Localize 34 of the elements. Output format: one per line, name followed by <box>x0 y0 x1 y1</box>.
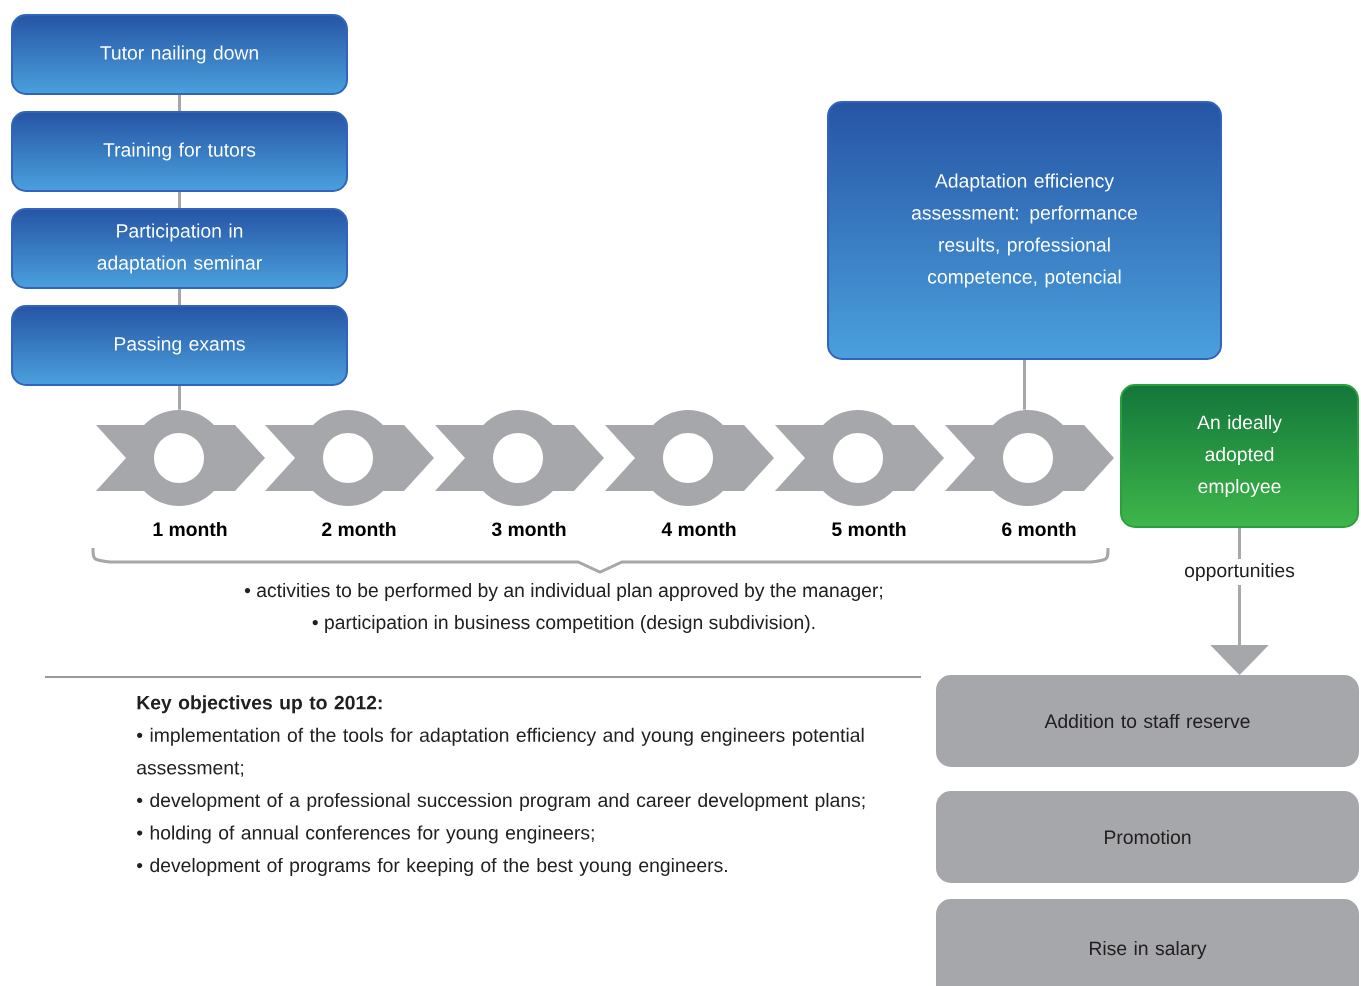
month-label: 4 month <box>661 521 736 537</box>
milestone-marker <box>265 410 434 506</box>
month-label: 1 month <box>153 521 227 537</box>
connector-line <box>178 289 181 305</box>
objectives-heading: Key objectives up to 2012: <box>137 695 382 714</box>
milestone-marker <box>605 410 774 506</box>
connector-line <box>178 192 181 208</box>
process-box: Adaptation efficiency assessment: performance results, professional competence, potencial <box>827 101 1222 360</box>
connector-line <box>1023 360 1026 410</box>
milestone-marker <box>435 410 604 506</box>
month-label: 5 month <box>832 521 906 537</box>
outcome-box: Rise in salary <box>936 899 1359 986</box>
note-text: • participation in business competition (design subdivision). <box>312 615 815 633</box>
connector-line <box>178 386 181 410</box>
bullet-text: • holding of annual conferences for young engineers; <box>137 825 594 844</box>
edge-label: opportunities <box>1180 559 1299 586</box>
milestone-marker <box>96 410 265 506</box>
process-box: Training for tutors <box>11 111 348 192</box>
process-box: Participation in adaptation seminar <box>11 208 348 289</box>
bullet-text: • development of programs for keeping of the best young engineers. <box>137 857 727 876</box>
month-label: 6 month <box>1002 521 1076 537</box>
milestone-marker <box>945 410 1114 506</box>
milestone-marker <box>775 410 944 506</box>
result-box: An ideally adopted employee <box>1120 384 1359 528</box>
connector-line <box>178 95 181 111</box>
note-text: • activities to be performed by an individual plan approved by the manager; <box>244 583 882 601</box>
outcome-box: Promotion <box>936 791 1359 883</box>
process-box: Passing exams <box>11 305 348 386</box>
bullet-text: • implementation of the tools for adaptation efficiency and young engineers potential assessment; <box>137 727 864 777</box>
bullet-text: • development of a professional succession program and career development plans; <box>137 792 865 811</box>
process-box: Tutor nailing down <box>11 14 348 95</box>
month-label: 2 month <box>322 521 396 537</box>
month-label: 3 month <box>491 521 566 537</box>
outcome-box: Addition to staff reserve <box>936 675 1359 767</box>
